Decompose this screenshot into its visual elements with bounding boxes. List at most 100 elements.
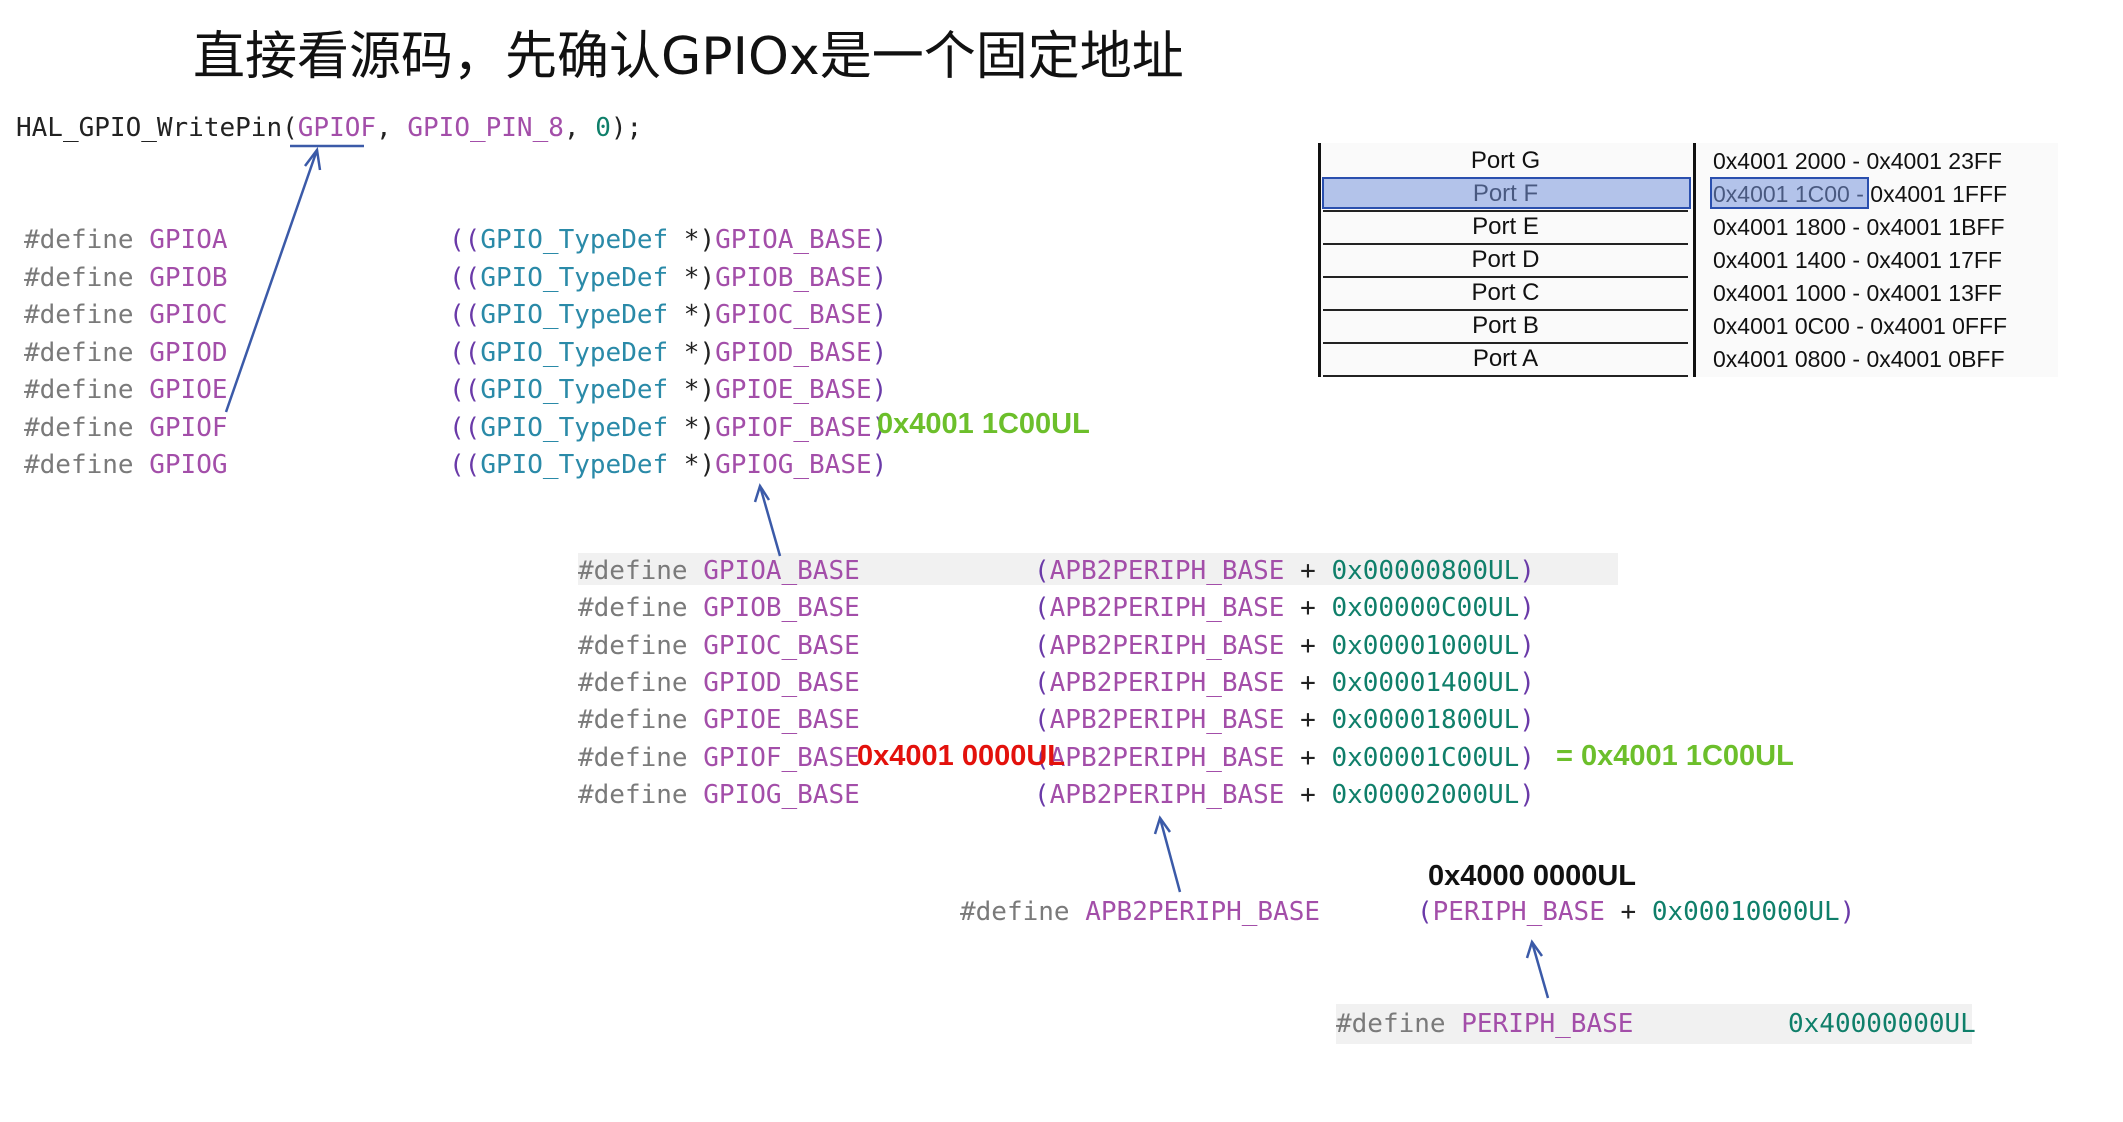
base-expr-gpioe_base: (APB2PERIPH_BASE + 0x00001800UL) [1034,702,1535,738]
apb2-ref: APB2PERIPH_BASE [1049,742,1285,773]
define-keyword: #define [24,450,134,480]
paren-open: ( [1034,742,1050,773]
cast-close: ) [871,337,888,368]
slide-title: 直接看源码，先确认GPIOx是一个固定地址 [193,27,1184,87]
periph-name: PERIPH_BASE [1461,1009,1634,1039]
base-define-gpiob_base: #define GPIOB_BASE [578,590,860,626]
define-keyword: #define [578,593,688,624]
gpio-cast-gpiog: ((GPIO_TypeDef *)GPIOG_BASE) [449,447,887,483]
gpio-cast-gpiod: ((GPIO_TypeDef *)GPIOD_BASE) [449,335,887,371]
cast-close: ) [871,262,888,293]
paren-open: ( [1034,705,1050,736]
base-define-gpiog_base: #define GPIOG_BASE [578,777,860,813]
plus-sign: + [1284,705,1332,736]
base-name: GPIOA_BASE [703,556,860,586]
gpio-name: GPIOD [149,337,228,368]
gpio-cast-gpioa: ((GPIO_TypeDef *)GPIOA_BASE) [449,222,887,258]
arrow-gpiof-head [304,146,322,171]
cast-close: ) [871,300,888,330]
paren-open: ( [1034,630,1050,661]
pointer-star: *) [668,225,716,255]
offset-value: 0x00001400UL [1331,667,1520,698]
apb2-ref: APB2PERIPH_BASE [1049,779,1285,810]
arrow-periph [1530,941,1550,999]
base-define-gpioc_base: #define GPIOC_BASE [578,628,860,664]
gpio-name: GPIOB [149,262,228,293]
define-keyword: #define [24,375,134,405]
pointer-star: *) [668,300,716,330]
port-label: Port E [1323,211,1688,245]
gpio-define-gpioc: #define GPIOC [24,297,228,333]
define-keyword: #define [24,262,134,293]
pointer-star: *) [668,337,716,368]
offset-value: 0x00002000UL [1331,779,1520,810]
paren-close: ) [1519,630,1535,661]
cast-open: (( [449,225,481,255]
arrow-apb2-head [1153,815,1172,835]
base-ref: GPIOD_BASE [715,337,872,368]
base-name: GPIOF_BASE [703,742,860,773]
base-name: GPIOC_BASE [703,630,860,661]
type-name: GPIO_TypeDef [480,225,669,255]
table-left-border [1318,143,1321,377]
arg-gpiof: GPIOF [297,113,377,143]
plus-sign: + [1284,630,1332,661]
gpio-define-gpiog: #define GPIOG [24,447,228,483]
base-define-gpiod_base: #define GPIOD_BASE [578,665,860,701]
apb2-ref: APB2PERIPH_BASE [1049,630,1285,661]
paren-close: ) [1519,742,1535,773]
gpiof-value-annotation: 0x4001 1C00UL [877,408,1090,440]
periph-value-annotation: 0x4000 0000UL [1428,860,1636,892]
base-expr-gpiob_base: (APB2PERIPH_BASE + 0x00000C00UL) [1034,590,1535,626]
define-keyword: #define [24,337,134,368]
gpio-cast-gpiob: ((GPIO_TypeDef *)GPIOB_BASE) [449,260,887,296]
base-ref: GPIOG_BASE [715,450,872,480]
plus-sign: + [1284,779,1332,810]
define-keyword: #define [578,779,688,810]
plus-sign: + [1284,556,1332,586]
define-keyword: #define [578,667,688,698]
periph-base-value: 0x40000000UL [1788,1009,1976,1039]
base-define-gpioe_base: #define GPIOE_BASE [578,702,860,738]
apb2-offset: 0x00010000UL [1651,897,1840,927]
apb2-expression: (PERIPH_BASE + 0x00010000UL) [1417,894,1855,930]
cast-open: (( [449,337,481,368]
base-expr-gpiog_base: (APB2PERIPH_BASE + 0x00002000UL) [1034,777,1535,813]
paren-close: ) [1519,667,1535,698]
port-f-highlight [1322,177,1691,209]
base-name: GPIOD_BASE [703,667,860,698]
port-label: Port B [1323,310,1688,344]
gpio-name: GPIOC [149,300,228,330]
gpio-define-gpiod: #define GPIOD [24,335,228,371]
gpio-name: GPIOF [149,412,228,443]
base-expr-gpiod_base: (APB2PERIPH_BASE + 0x00001400UL) [1034,665,1535,701]
cast-close: ) [871,375,888,405]
address-range: 0x4001 0800 - 0x4001 0BFF [1713,346,2005,372]
apb2-ref: APB2PERIPH_BASE [1049,556,1285,586]
offset-value: 0x00001C00UL [1331,742,1520,773]
define-keyword: #define [578,556,688,586]
base-expr-gpiof_base: (APB2PERIPH_BASE + 0x00001C00UL) [1034,740,1535,776]
base-name: GPIOG_BASE [703,779,860,810]
apb2-ref: APB2PERIPH_BASE [1049,593,1285,624]
paren-open: ( [1034,667,1050,698]
pointer-star: *) [668,262,716,293]
periph-value: 0x40000000UL [1788,1006,1976,1042]
address-range: 0x4001 1800 - 0x4001 1BFF [1713,214,2005,240]
arrow-apb2 [1158,817,1182,893]
address-range: 0x4001 1000 - 0x4001 13FF [1713,280,2002,306]
define-keyword: #define [960,897,1070,927]
func-name: HAL_GPIO_WritePin [16,113,283,143]
gpio-define-gpiob: #define GPIOB [24,260,228,296]
gpio-name: GPIOA [149,225,228,255]
cast-open: (( [449,300,481,330]
define-keyword: #define [578,630,688,661]
periph-shade [1336,1004,1972,1044]
call-sep2: , [563,113,596,143]
base-define-gpiof_base: #define GPIOF_BASE [578,740,860,776]
gpio-cast-gpiof: ((GPIO_TypeDef *)GPIOF_BASE) [449,410,887,446]
gpio-define-gpioa: #define GPIOA [24,222,228,258]
arg-pin: GPIO_PIN_8 [407,113,564,143]
call-open: ( [282,113,298,143]
